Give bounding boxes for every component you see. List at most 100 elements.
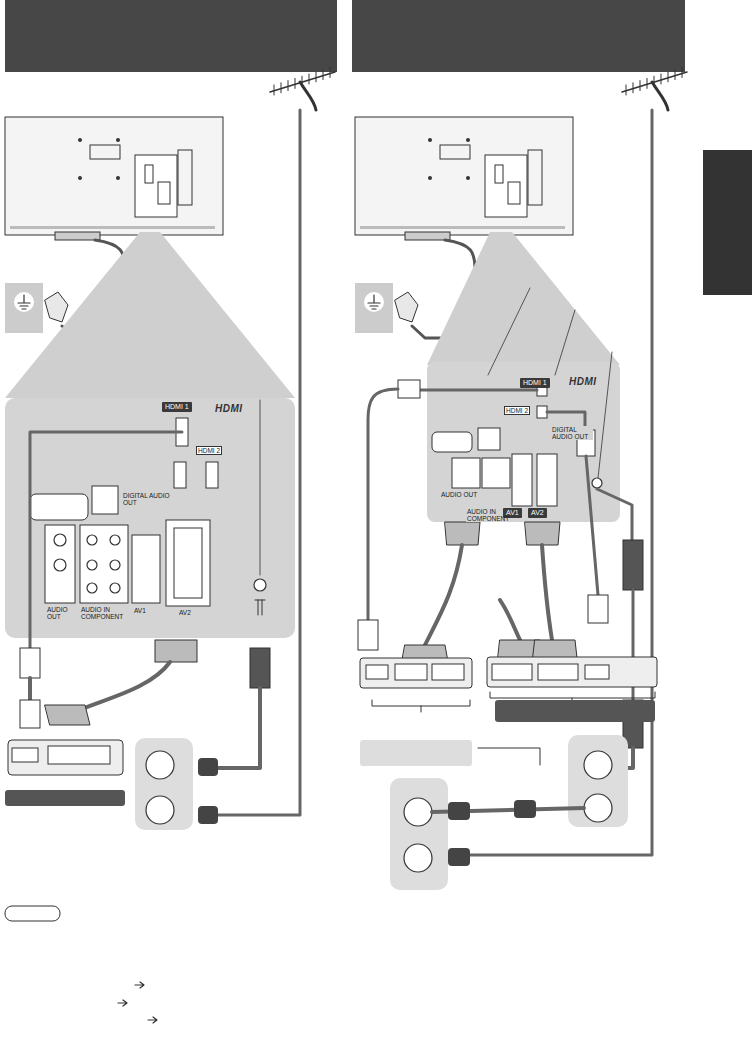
zoom-wedge: [427, 232, 620, 365]
port-name: AV1: [506, 509, 519, 517]
coax-plug: [623, 540, 643, 590]
antenna-mast: [300, 82, 316, 110]
terminal-label: AV1: [133, 607, 147, 614]
antenna-element: [316, 72, 317, 82]
aerial-panel: [390, 778, 448, 890]
earth-box: [5, 283, 43, 333]
scart-plug: [525, 522, 560, 545]
rca-jack: [54, 534, 66, 546]
mains-plug: [395, 292, 418, 322]
hdmi-socket: [366, 665, 388, 679]
coax-cable: [597, 489, 632, 540]
terminal-label: AV2: [178, 609, 192, 616]
hdmi-cable: [28, 678, 32, 700]
scart-socket: [166, 520, 210, 606]
coax-plug: [448, 802, 470, 820]
scart-socket: [512, 454, 532, 506]
antenna-element: [647, 78, 648, 88]
hdmi-cable: [415, 389, 537, 392]
rf-socket: [584, 751, 612, 779]
tv-port: [495, 165, 503, 183]
antenna-element: [274, 85, 275, 95]
terminal-panel: [5, 398, 295, 638]
antenna-element: [640, 81, 641, 91]
recorder-body: [495, 700, 655, 722]
audio-port: [478, 428, 500, 450]
port-name: HDMI 1: [523, 379, 547, 387]
port-tag: HDMI 1: [162, 402, 192, 412]
scart-plug: [445, 522, 480, 545]
audio-port: [92, 486, 118, 514]
bracket: [478, 748, 540, 765]
tv-screw: [466, 138, 470, 142]
tv-port: [508, 182, 520, 204]
hdmi-cable: [368, 389, 398, 620]
tv-terminal: [485, 155, 527, 217]
rca-jack: [87, 560, 97, 570]
antenna-element: [626, 85, 627, 95]
zoom-wedge: [5, 232, 295, 398]
terminal-label: DIGITAL AUDIO OUT: [551, 426, 593, 440]
terminal-label: HDMI 2: [196, 446, 222, 455]
rf-socket: [146, 751, 174, 779]
antenna-element: [682, 67, 683, 77]
tv-screw: [116, 138, 120, 142]
rca-jack: [54, 559, 66, 571]
bracket: [372, 700, 470, 712]
antenna-element: [330, 67, 331, 77]
tv-vesa: [90, 145, 120, 159]
port-name: AV2: [531, 509, 544, 517]
scart-plug: [155, 640, 197, 662]
tv-rear: [5, 117, 223, 235]
terminal-label: HDMI 2: [504, 406, 530, 415]
tv-screw: [78, 138, 82, 142]
side-tab: [703, 150, 752, 295]
scart-socket: [537, 454, 557, 506]
tv-port: [158, 182, 170, 204]
recorder-rear: [487, 657, 657, 687]
rca-jack: [110, 583, 120, 593]
antenna-element: [668, 72, 669, 82]
hdmi-cable: [30, 432, 182, 650]
port-tag: HDMI 1: [520, 378, 550, 388]
title-bar: [352, 0, 685, 72]
scart-plug: [45, 705, 90, 725]
rca-jack: [87, 535, 97, 545]
antenna-cable: [455, 110, 652, 855]
earth-circle: [14, 292, 34, 312]
tv-port: [145, 165, 153, 183]
component-block: [80, 525, 128, 603]
recorder-rear: [8, 740, 123, 775]
recorder-body: [5, 790, 125, 806]
vga-port: [30, 494, 88, 520]
antenna-element: [295, 78, 296, 88]
audio-out-block: [45, 525, 75, 603]
arrow-mark: [135, 982, 144, 988]
title-bar: [5, 0, 337, 72]
terminal-label: AUDIO OUT: [440, 491, 482, 498]
hdmi-plug: [358, 620, 378, 650]
arrow-mark: [148, 1017, 157, 1023]
tv-edge: [360, 226, 565, 229]
hdmi-cable: [586, 456, 598, 595]
terminal-label: AUDIO IN COMPONENT: [80, 606, 130, 620]
antenna-boom: [270, 72, 335, 92]
scart-cable: [425, 545, 462, 645]
hdmi-plug: [20, 700, 40, 728]
tv-stand: [405, 232, 450, 240]
tv-rear: [355, 117, 573, 235]
antenna-element: [288, 81, 289, 91]
aerial-panel: [568, 735, 628, 827]
coax-plug: [448, 848, 470, 866]
aerial-socket: [254, 579, 266, 591]
scart-socket: [132, 535, 160, 603]
arrow-mark: [118, 1000, 127, 1006]
rf-socket: [404, 798, 432, 826]
note-box: [5, 906, 60, 921]
terminal-label: DIGITAL AUDIO OUT: [122, 492, 172, 506]
scart-socket: [432, 664, 464, 680]
earth-symbol: [18, 295, 30, 309]
scart-cable: [75, 662, 170, 712]
